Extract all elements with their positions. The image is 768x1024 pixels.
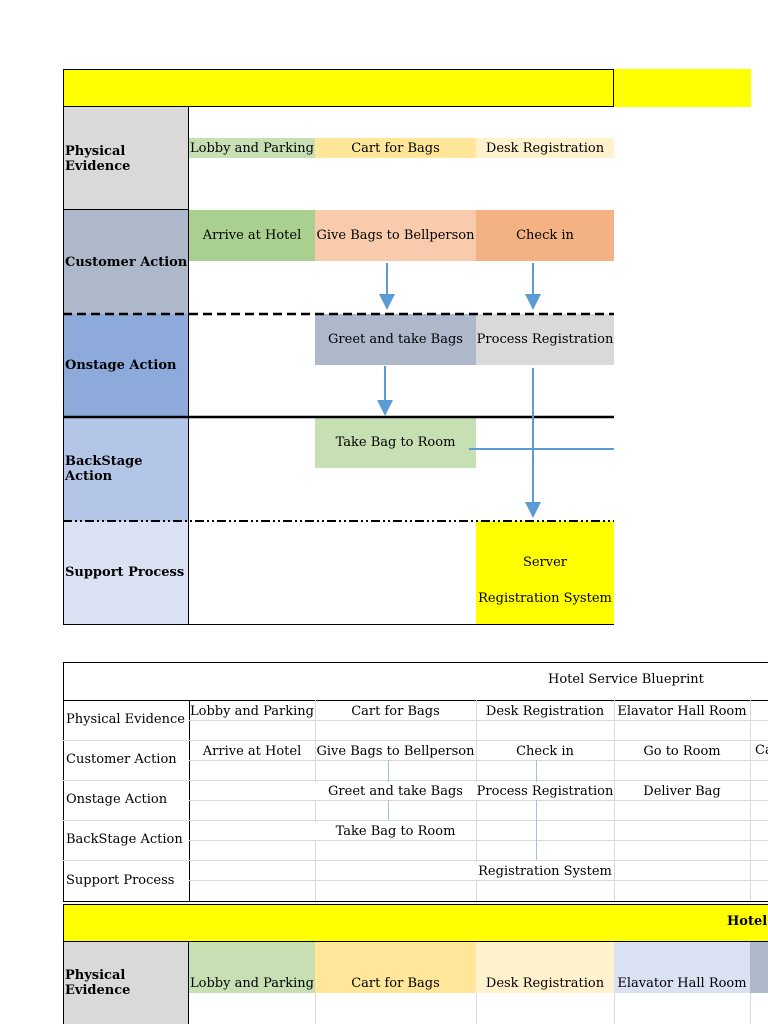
grid-row-1b xyxy=(63,740,768,741)
bottom-row-header-physical-evidence: Physical Evidence xyxy=(63,942,189,1024)
row-header-support-process: Support Process xyxy=(63,521,189,624)
swimlane-lines xyxy=(63,263,614,522)
table-header-divider xyxy=(63,700,768,701)
row-header-physical-evidence: Physical Evidence xyxy=(63,107,189,210)
bottom-title-bar xyxy=(63,904,768,942)
bottom-border xyxy=(63,624,614,625)
bottom-clipped-bg xyxy=(750,942,768,993)
table-left-border xyxy=(63,662,64,902)
bottom-elevator-bg xyxy=(614,942,750,993)
grid-row-3b xyxy=(63,820,768,821)
bottom-cart-bg xyxy=(315,942,476,993)
header-column-border xyxy=(188,107,189,625)
table-row-backstage-action: BackStage Action xyxy=(66,832,183,847)
table-label-divider xyxy=(189,700,190,902)
support-registration-label: Registration System xyxy=(478,590,612,606)
table-physical-elevator: Elavator Hall Room xyxy=(617,703,747,719)
table-support-registration: Registration System xyxy=(476,862,614,880)
onstage-greet-cell: Greet and take Bags xyxy=(315,314,476,365)
customer-give-bags-cell: Give Bags to Bellperson xyxy=(315,210,476,261)
physical-bottom-border xyxy=(63,209,189,210)
table-customer-arrive: Arrive at Hotel xyxy=(202,743,302,759)
grid-col-2 xyxy=(476,700,477,902)
bottom-physical-lobby: Lobby and Parking xyxy=(189,976,314,991)
grid-col-1 xyxy=(315,700,316,902)
bottom-left-border xyxy=(63,942,64,1024)
left-border xyxy=(63,69,64,625)
bottom-physical-desk: Desk Registration xyxy=(485,976,605,991)
table-customer-clipped: Ca xyxy=(755,743,768,758)
connector-check-in-registration xyxy=(536,760,537,860)
grid-row-4a xyxy=(189,840,768,841)
bottom-grid-col-4 xyxy=(750,993,751,1024)
support-server-cell xyxy=(476,521,614,624)
title-bar xyxy=(63,69,751,107)
grid-col-4 xyxy=(750,700,751,902)
bottom-physical-cart: Cart for Bags xyxy=(351,976,440,991)
customer-check-in-cell: Check in xyxy=(476,210,614,261)
table-onstage-process: Process Registration xyxy=(476,782,614,800)
physical-cart-cell: Cart for Bags xyxy=(315,138,476,158)
table-row-onstage-action: Onstage Action xyxy=(66,792,168,807)
customer-arrive-cell: Arrive at Hotel xyxy=(189,210,315,261)
table-customer-go-to-room: Go to Room xyxy=(643,743,721,759)
grid-row-1a xyxy=(189,720,768,721)
table-row-customer-action: Customer Action xyxy=(66,752,177,767)
table-row-physical-evidence: Physical Evidence xyxy=(66,712,185,727)
bottom-grid-col-3 xyxy=(614,993,615,1024)
grid-row-4b xyxy=(63,860,768,861)
bottom-title: Hotel xyxy=(727,914,768,929)
table-physical-desk: Desk Registration xyxy=(485,703,605,719)
table-title: Hotel Service Blueprint xyxy=(548,672,704,687)
bottom-grid-col-2 xyxy=(476,993,477,1024)
row-header-backstage-action: BackStage Action xyxy=(63,417,189,521)
table-bottom-border xyxy=(63,901,768,902)
table-onstage-deliver: Deliver Bag xyxy=(643,783,721,799)
grid-col-3 xyxy=(614,700,615,902)
grid-row-2b xyxy=(63,780,768,781)
onstage-process-cell: Process Registration xyxy=(476,314,614,365)
bottom-header-divider xyxy=(188,942,189,1024)
physical-desk-cell: Desk Registration xyxy=(476,138,614,158)
title-bottom-border xyxy=(63,106,614,107)
grid-row-3a xyxy=(189,800,768,801)
support-server-label: Server xyxy=(522,554,568,570)
physical-lobby-cell: Lobby and Parking xyxy=(189,138,315,158)
table-customer-give-bags: Give Bags to Bellperson xyxy=(316,743,475,759)
bottom-desk-bg xyxy=(476,942,614,993)
bottom-physical-elevator: Elavator Hall Room xyxy=(617,976,747,991)
table-row-support-process: Support Process xyxy=(66,873,175,888)
table-top-border xyxy=(63,662,768,663)
table-customer-check-in: Check in xyxy=(516,743,574,759)
row-header-customer-action: Customer Action xyxy=(63,210,189,314)
table-physical-lobby: Lobby and Parking xyxy=(189,703,314,719)
grid-row-2a xyxy=(189,760,768,761)
table-backstage-take-bag: Take Bag to Room xyxy=(315,822,476,840)
backstage-take-bag-cell: Take Bag to Room xyxy=(315,417,476,468)
table-physical-cart: Cart for Bags xyxy=(351,703,440,719)
bottom-lobby-bg xyxy=(189,942,315,993)
row-header-onstage-action: Onstage Action xyxy=(63,314,189,417)
table-onstage-greet: Greet and take Bags xyxy=(315,782,476,800)
grid-row-5a xyxy=(189,880,768,881)
bottom-grid-col-1 xyxy=(315,993,316,1024)
